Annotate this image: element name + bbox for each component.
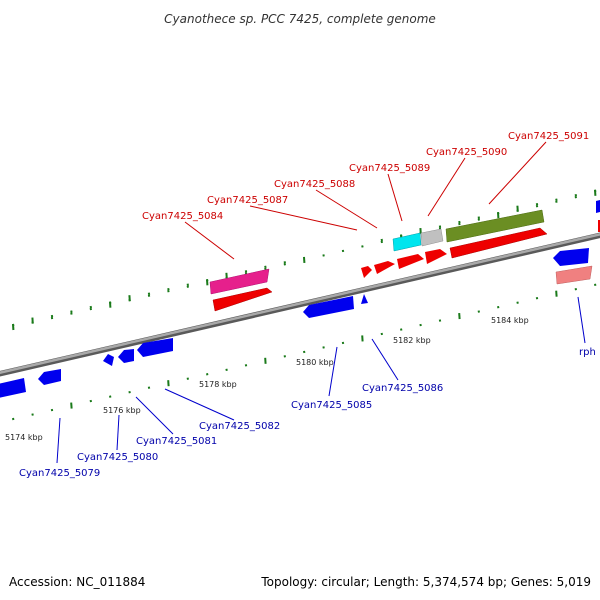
gene-label[interactable]: Cyan7425_5088 (274, 179, 355, 190)
gene-rph[interactable] (555, 265, 593, 285)
gene-cyan7425-5080[interactable] (38, 369, 61, 385)
kbp-label: 5184 kbp (491, 316, 529, 325)
label-leaders (56, 141, 586, 464)
kbp-label: 5182 kbp (393, 336, 431, 345)
forward-genes (209, 200, 600, 312)
gene-label[interactable]: Cyan7425_5089 (349, 163, 430, 174)
gene-cyan7425-5085[interactable] (303, 296, 354, 318)
gene-cyan7425-5086[interactable] (361, 294, 368, 304)
gene-label[interactable]: Cyan7425_5080 (77, 452, 158, 463)
kbp-label: 5178 kbp (199, 380, 237, 389)
gene-cyan7425-5079[interactable] (0, 378, 26, 398)
kbp-label: 5174 kbp (5, 433, 43, 442)
gene-label[interactable]: Cyan7425_5091 (508, 131, 589, 142)
gene-cyan7425-5088[interactable] (374, 261, 395, 274)
gene-cyan7425-5081b[interactable] (118, 349, 134, 363)
genome-summary-text: Topology: circular; Length: 5,374,574 bp… (260, 575, 591, 589)
reverse-gene-labels: Cyan7425_5079 Cyan7425_5080 Cyan7425_508… (19, 347, 596, 479)
gene-red-lower-a[interactable] (212, 287, 273, 312)
kbp-label: 5180 kbp (296, 358, 334, 367)
kbp-labels: 5174 kbp 5176 kbp 5178 kbp 5180 kbp 5182… (5, 316, 529, 442)
map-title: Cyanothece sp. PCC 7425, complete genome (164, 12, 436, 26)
scale-dots (12, 189, 597, 421)
gene-cyan7425-5090[interactable] (420, 228, 444, 247)
gene-label[interactable]: Cyan7425_5090 (426, 147, 507, 158)
reverse-genes (0, 294, 368, 398)
gene-cyan7425-5081[interactable] (103, 354, 114, 366)
kbp-label: 5176 kbp (103, 406, 141, 415)
gene-cyan7425-5084[interactable] (209, 268, 270, 295)
gene-cyan7425-5087[interactable] (361, 266, 372, 278)
gene-label[interactable]: rph (579, 347, 596, 358)
gene-label[interactable]: Cyan7425_5084 (142, 211, 223, 222)
genome-backbone (0, 232, 600, 377)
accession-text: Accession: NC_011884 (9, 575, 145, 589)
gene-cyan7425-5091[interactable] (445, 209, 545, 243)
gene-cyan7425-5082[interactable] (137, 338, 173, 357)
gene-label[interactable]: Cyan7425_5082 (199, 421, 280, 432)
gene-label[interactable]: Cyan7425_5086 (362, 383, 443, 394)
gene-label[interactable]: Cyan7425_5085 (291, 400, 372, 411)
gene-label[interactable]: Cyan7425_5087 (207, 195, 288, 206)
gene-cyan7425-5089[interactable] (392, 232, 422, 252)
gene-red-small-d[interactable] (425, 249, 447, 264)
gene-blue-upper-right[interactable] (553, 248, 589, 266)
gene-red-small-c[interactable] (397, 254, 424, 269)
forward-gene-labels: Cyan7425_5084 Cyan7425_5087 Cyan7425_508… (142, 131, 589, 222)
gene-label[interactable]: Cyan7425_5079 (19, 468, 100, 479)
gene-blue-right-edge[interactable] (596, 200, 600, 213)
gene-label[interactable]: Cyan7425_5081 (136, 436, 217, 447)
gene-red-long[interactable] (449, 227, 548, 259)
